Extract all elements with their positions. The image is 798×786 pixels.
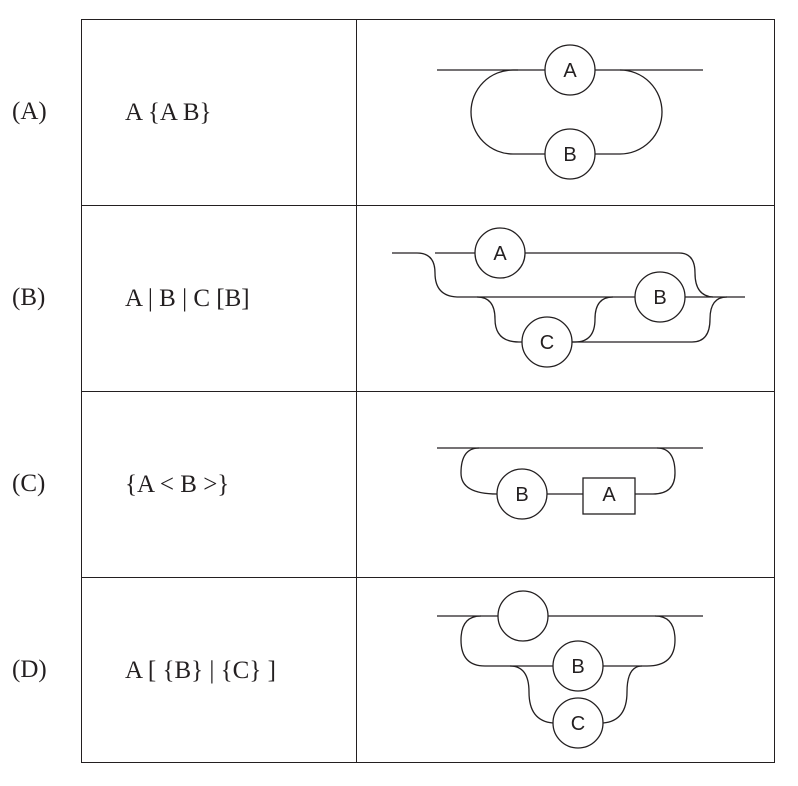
syntax-diagram-a: A B [437, 44, 703, 180]
svg-text:B: B [563, 144, 576, 166]
svg-text:A: A [563, 60, 577, 82]
node-empty [497, 590, 549, 642]
svg-text:B: B [571, 656, 584, 678]
node-b: B [634, 271, 686, 323]
expression-b: A | B | C [B] [125, 285, 250, 312]
column-divider [356, 20, 357, 762]
syntax-diagram-c: B A [437, 447, 703, 520]
row-divider [82, 205, 774, 206]
expression-d: A [ {B} | {C} ] [125, 657, 276, 684]
node-c: C [521, 316, 573, 368]
node-b: B [544, 128, 596, 180]
syntax-diagram-b: A B C [392, 227, 745, 368]
syntax-diagram-d: B C [437, 590, 703, 749]
node-c: C [552, 697, 604, 749]
node-b: B [552, 640, 604, 692]
row-label-d: (D) [12, 656, 47, 683]
svg-text:B: B [515, 484, 528, 506]
svg-text:C: C [540, 332, 554, 354]
box-a: A [582, 477, 636, 515]
node-a: A [474, 227, 526, 279]
row-label-c: (C) [12, 470, 46, 497]
row-divider [82, 391, 774, 392]
row-divider [82, 577, 774, 578]
node-a: A [544, 44, 596, 96]
expression-c: {A < B >} [125, 471, 230, 498]
syntax-table: A {A B} A | B | C [B] {A < B >} A [ {B} … [81, 19, 775, 763]
row-label-a: (A) [12, 98, 47, 125]
svg-text:A: A [493, 243, 507, 265]
expression-a: A {A B} [125, 99, 212, 126]
node-b: B [496, 468, 548, 520]
svg-text:A: A [602, 484, 616, 506]
row-label-b: (B) [12, 284, 46, 311]
svg-text:B: B [653, 287, 666, 309]
svg-text:C: C [571, 713, 585, 735]
